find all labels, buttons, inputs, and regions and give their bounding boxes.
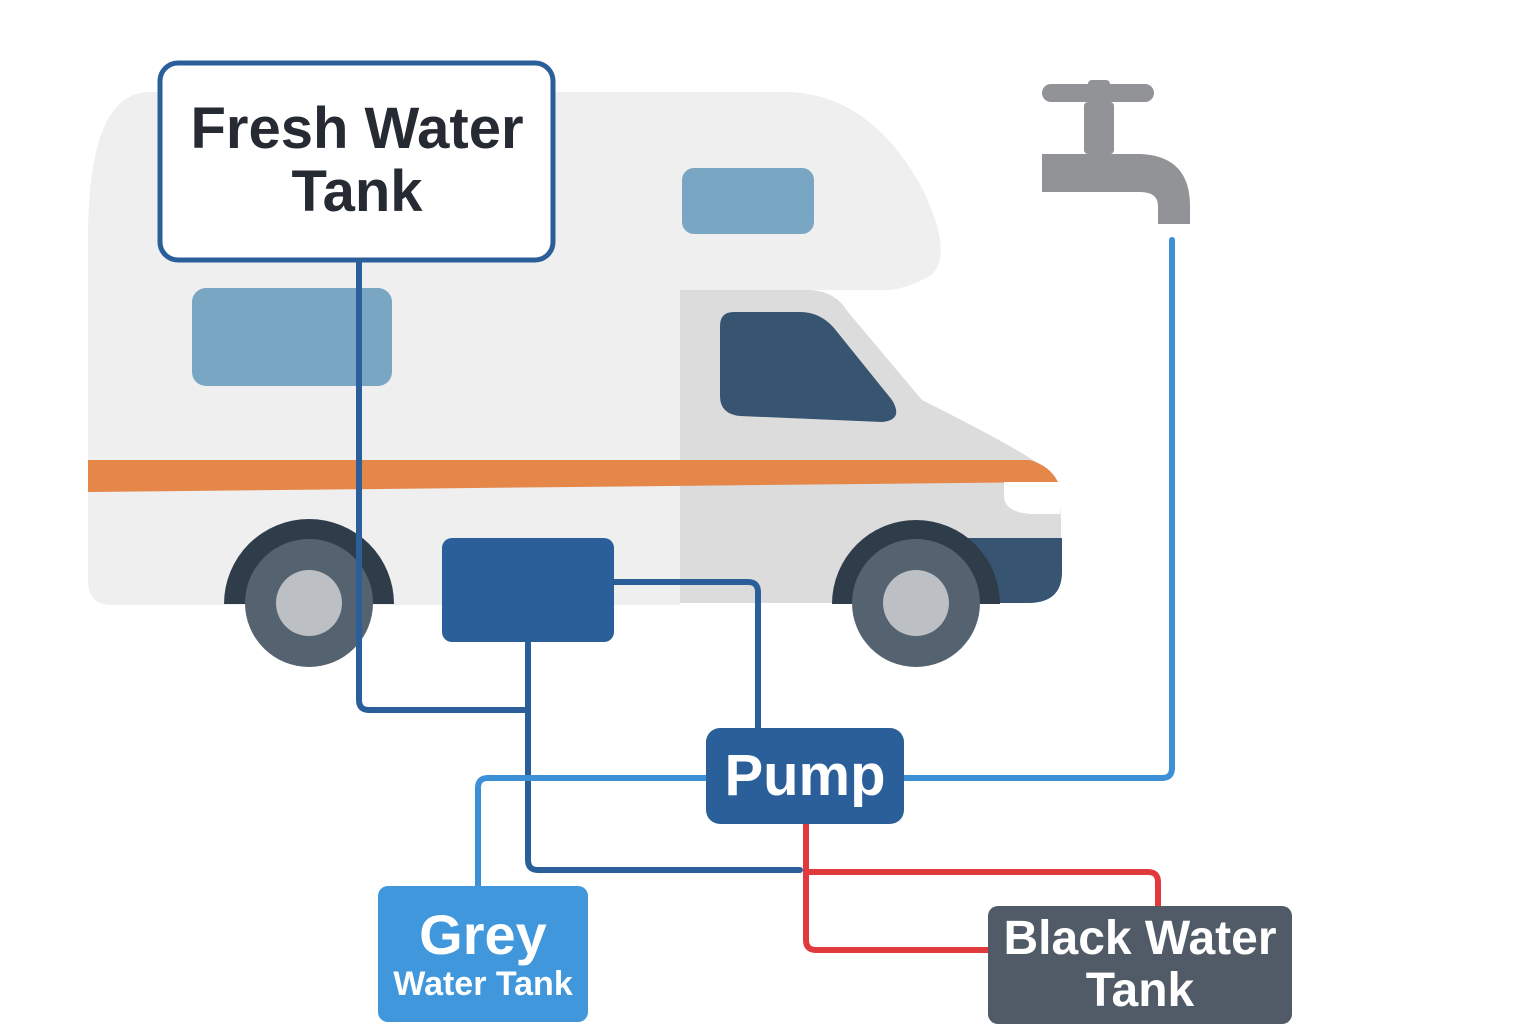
faucet-icon	[1042, 80, 1190, 224]
pipe-pump-to-black	[803, 821, 991, 953]
fresh-water-tank-line2: Tank	[291, 159, 423, 224]
pipe-box-to-pump	[611, 579, 761, 731]
pipes	[356, 237, 1175, 953]
grey-water-tank-line1: Grey	[419, 903, 547, 967]
rv-stripe	[88, 460, 1058, 492]
rear-wheel	[224, 519, 394, 667]
front-wheel	[832, 520, 1000, 667]
pump-box	[706, 728, 904, 824]
fresh-water-tank-box	[157, 60, 556, 263]
pipe-red-branch	[803, 869, 1161, 909]
black-water-tank-label: Black Water Tank	[988, 906, 1292, 1024]
rv-window-top	[682, 168, 814, 234]
fresh-water-tank-line1: Fresh Water	[190, 96, 524, 162]
rv-window-left	[192, 288, 392, 386]
grey-water-tank-line2: Water Tank	[393, 964, 573, 1003]
pump-text: Pump	[724, 742, 886, 808]
grey-water-tank-label: Grey Water Tank	[378, 886, 588, 1022]
fresh-water-tank-label: Fresh Water Tank	[168, 68, 546, 254]
water-heater-box	[442, 538, 614, 642]
pipe-fresh-to-junction	[356, 255, 531, 713]
black-water-tank-box	[988, 906, 1292, 1024]
black-water-tank-line2: Tank	[1085, 964, 1195, 1017]
pump-label: Pump	[706, 728, 904, 824]
pipe-pump-to-grey	[475, 775, 709, 889]
cab-window	[720, 312, 897, 422]
pipe-pump-to-faucet	[901, 237, 1175, 781]
pipe-box-down	[525, 637, 803, 873]
headlight	[1004, 482, 1060, 514]
black-water-tank-line1: Black Water	[1003, 912, 1277, 966]
grey-water-tank-box	[378, 886, 588, 1022]
